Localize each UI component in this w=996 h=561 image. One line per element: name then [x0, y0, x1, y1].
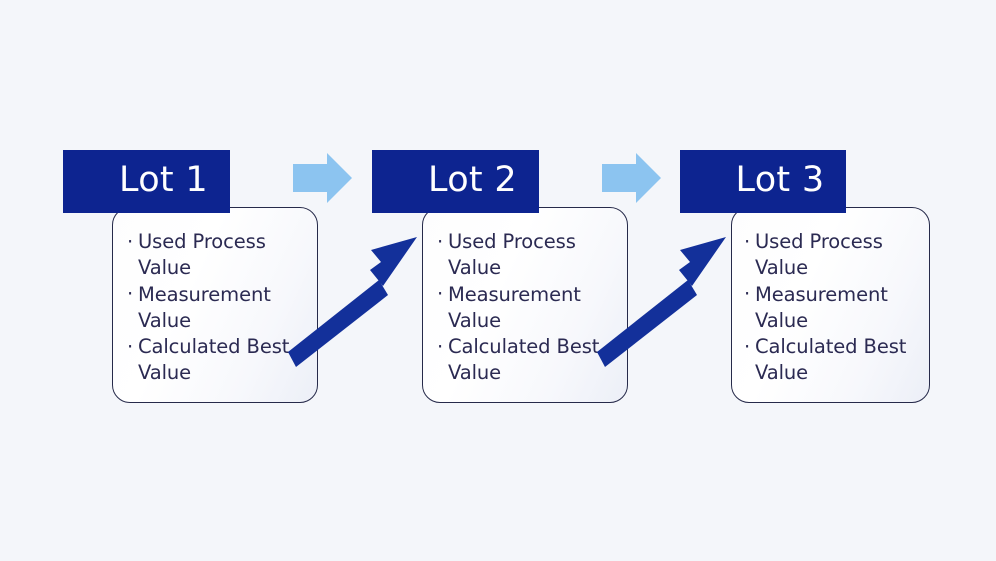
- list-item: Calculated Best Value: [744, 334, 926, 387]
- lot-header-1: Lot 1: [63, 150, 230, 213]
- list-item: Measurement Value: [437, 281, 619, 335]
- flow-arrow-lot1-to-lot2-icon: [293, 153, 352, 203]
- list-item: Measurement Value: [127, 281, 309, 335]
- list-item: Calculated Best Value: [437, 334, 619, 387]
- list-item: Used Process Value: [127, 229, 309, 282]
- list-item: Used Process Value: [744, 229, 926, 282]
- lot-card-1-bullet-list: Used Process Value Measurement Value Cal…: [127, 229, 309, 387]
- lot-header-2: Lot 2: [372, 150, 539, 213]
- lot-title-3: Lot 3: [735, 159, 825, 200]
- lot-header-3: Lot 3: [680, 150, 846, 213]
- lot-title-1: Lot 1: [119, 159, 208, 200]
- list-item: Calculated Best Value: [127, 334, 309, 387]
- lot-card-2-bullet-list: Used Process Value Measurement Value Cal…: [437, 229, 619, 387]
- list-item: Measurement Value: [744, 281, 926, 335]
- lot-title-2: Lot 2: [428, 159, 517, 200]
- list-item: Used Process Value: [437, 229, 619, 282]
- flow-arrow-lot2-to-lot3-icon: [602, 153, 661, 203]
- lot-card-3-bullet-list: Used Process Value Measurement Value Cal…: [744, 229, 926, 387]
